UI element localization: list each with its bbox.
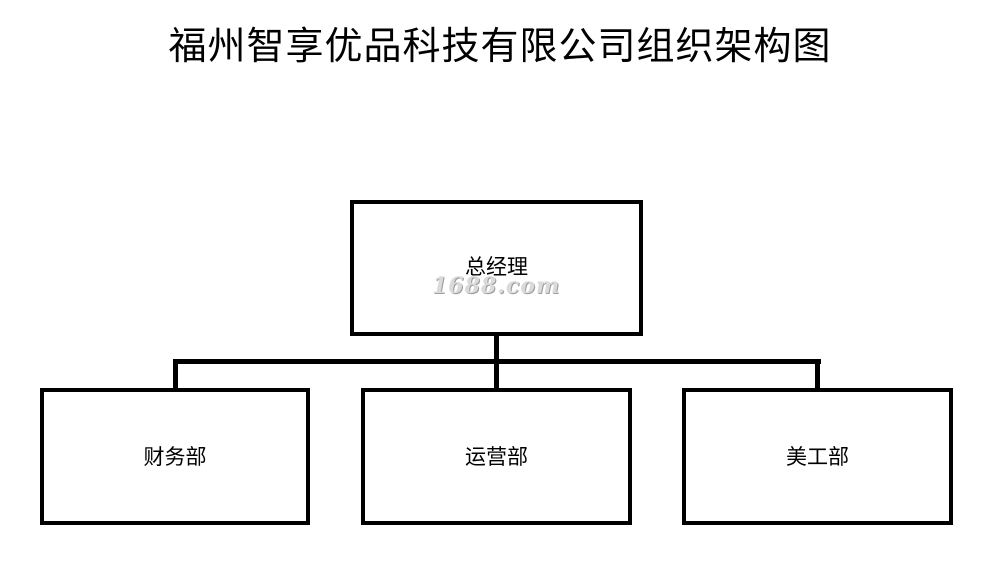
node-finance-dept-label: 财务部 — [143, 444, 207, 469]
connector-right-drop — [815, 359, 820, 391]
node-finance-dept: 财务部 — [40, 388, 310, 525]
watermark-text: 1688.com — [432, 273, 561, 299]
node-operations-dept-label: 运营部 — [465, 444, 528, 469]
connector-left-drop — [173, 359, 178, 391]
node-operations-dept: 运营部 — [361, 388, 632, 525]
connector-root-down — [494, 333, 499, 363]
node-general-manager-label: 总经理 — [465, 255, 528, 279]
chart-title: 福州智享优品科技有限公司组织架构图 — [168, 24, 832, 68]
node-design-dept-label: 美工部 — [786, 444, 849, 469]
node-design-dept: 美工部 — [682, 388, 953, 525]
connector-middle-drop — [494, 359, 499, 391]
node-general-manager: 总经理 — [350, 200, 643, 336]
